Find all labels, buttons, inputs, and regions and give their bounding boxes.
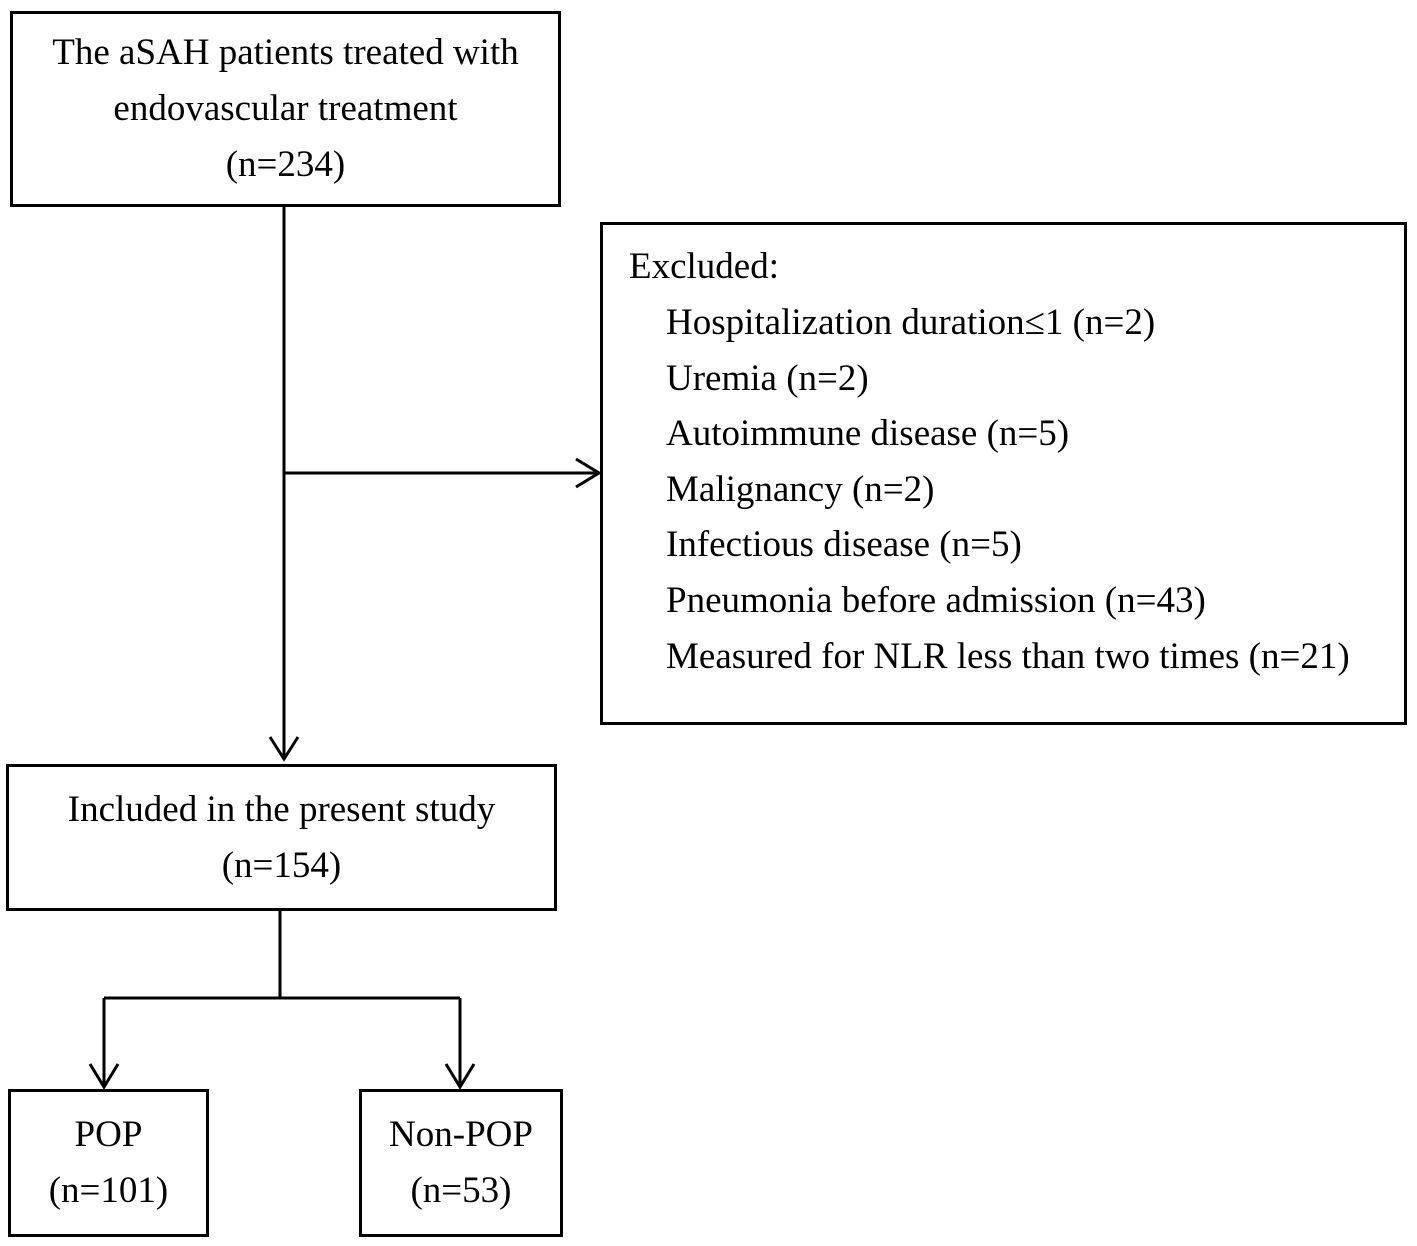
- excluded-item: Measured for NLR less than two times (n=…: [666, 635, 1350, 677]
- included-cohort-label: Included in the present study: [67, 788, 496, 830]
- nonpop-group-box: Non-POP (n=53): [359, 1089, 563, 1237]
- pop-group-box: POP (n=101): [8, 1089, 209, 1237]
- arrowhead-pop: [88, 1063, 120, 1090]
- arrowhead-excluded: [575, 457, 602, 489]
- nonpop-group-label: Non-POP: [389, 1114, 533, 1155]
- excluded-box: Excluded: Hospitalization duration≤1 (n=…: [600, 222, 1407, 725]
- initial-cohort-box: The aSAH patients treated with endovascu…: [10, 11, 561, 207]
- excluded-item: Malignancy (n=2): [666, 468, 935, 510]
- included-cohort-count: (n=154): [221, 844, 342, 886]
- pop-group-label: POP: [74, 1114, 143, 1155]
- initial-cohort-line-1: The aSAH patients treated with: [52, 32, 519, 73]
- excluded-item: Pneumonia before admission (n=43): [666, 579, 1206, 621]
- excluded-title: Excluded:: [629, 246, 780, 287]
- excluded-item: Infectious disease (n=5): [666, 524, 1022, 566]
- initial-cohort-line-2: endovascular treatment: [113, 88, 458, 129]
- arrowhead-included: [268, 736, 300, 762]
- arrowhead-nonpop: [444, 1063, 476, 1090]
- excluded-item: Hospitalization duration≤1 (n=2): [666, 302, 1156, 343]
- initial-cohort-count: (n=234): [225, 144, 346, 185]
- excluded-list: Hospitalization duration≤1 (n=2) Uremia …: [666, 295, 1350, 684]
- pop-group-count: (n=101): [48, 1170, 169, 1211]
- nonpop-group-count: (n=53): [410, 1170, 512, 1211]
- included-cohort-box: Included in the present study (n=154): [6, 764, 557, 911]
- excluded-item: Uremia (n=2): [666, 357, 869, 399]
- excluded-item: Autoimmune disease (n=5): [666, 413, 1070, 455]
